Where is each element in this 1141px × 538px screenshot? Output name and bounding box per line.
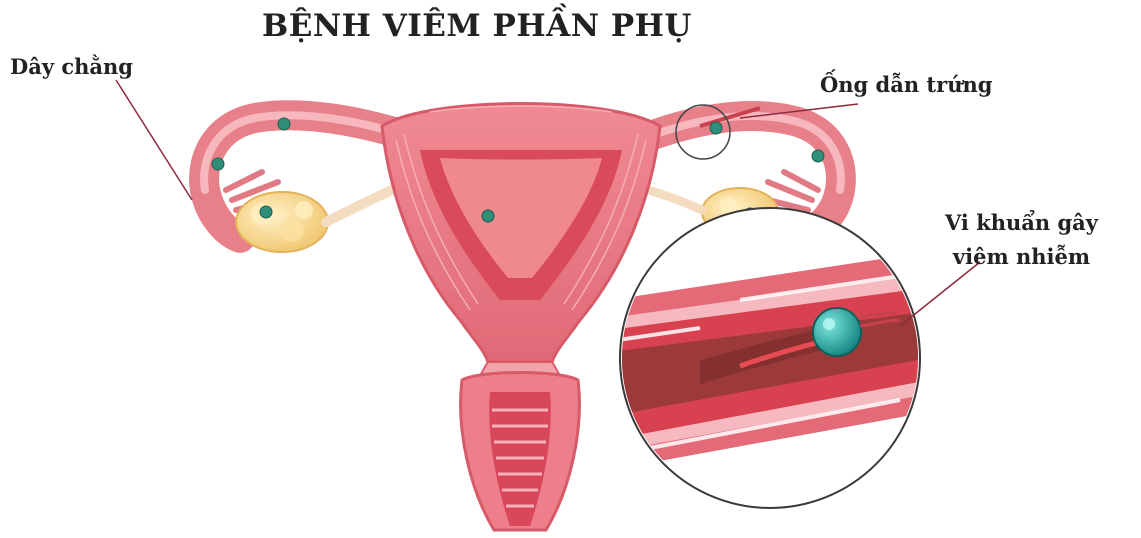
diagram-title: BỆNH VIÊM PHẦN PHỤ	[262, 8, 692, 44]
left-ovary	[236, 192, 328, 252]
label-bacteria: Vi khuẩn gây viêm nhiễm	[945, 206, 1098, 274]
zoom-inset	[600, 200, 940, 520]
label-bacteria-line2: viêm nhiễm	[945, 240, 1098, 274]
pointer-ligament	[116, 80, 192, 200]
label-fallopian-tube: Ống dẫn trứng	[820, 72, 992, 97]
label-ligament: Dây chằng	[10, 54, 133, 79]
bacteria-cell	[813, 308, 861, 356]
label-bacteria-line1: Vi khuẩn gây	[945, 206, 1098, 240]
